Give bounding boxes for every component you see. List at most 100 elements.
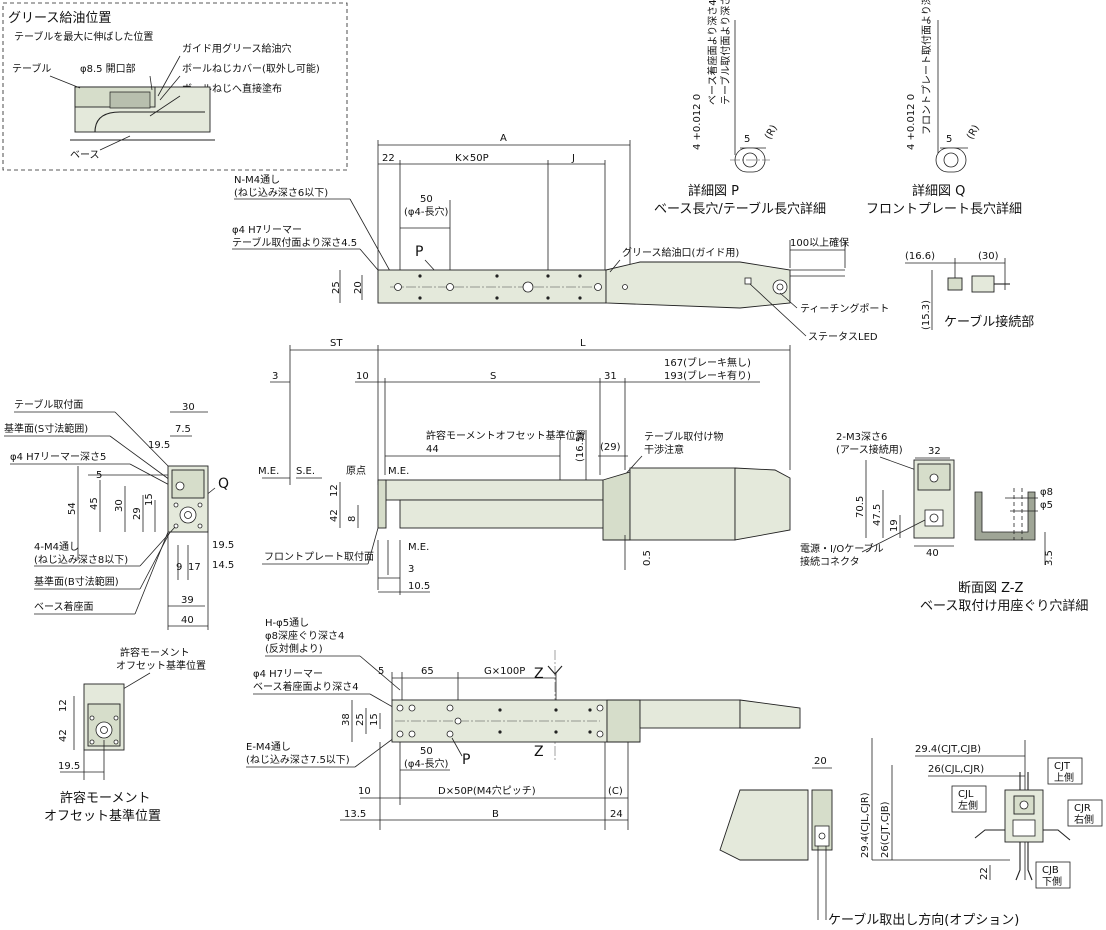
- bottom-view: H-φ5通し φ8深座ぐり深さ4 (反対側より) φ4 H7リーマー ベース着座…: [246, 617, 801, 830]
- section-m3-sub: (アース接続用): [836, 443, 903, 456]
- front-dim-17: 17: [188, 562, 201, 573]
- top-label-P: P: [415, 244, 423, 260]
- moment-label1: 許容モーメント: [120, 646, 190, 659]
- bottom-label-P: P: [462, 752, 470, 768]
- section-phi5: φ5: [1040, 500, 1053, 511]
- grease-title: グリース給油位置: [8, 11, 111, 26]
- bottom-dim-38: 38: [341, 713, 352, 726]
- cable-dir-title: ケーブル取出し方向(オプション): [828, 912, 1019, 928]
- detail-p-dim-5: 5: [744, 134, 750, 145]
- section-dim-705: 70.5: [855, 496, 866, 518]
- front-view: テーブル取付面 基準面(S寸法範囲) φ4 H7リーマー深さ5 30 7.5 1…: [4, 398, 234, 630]
- bottom-reamer: φ4 H7リーマー: [253, 669, 323, 680]
- section-title: 断面図 Z-Z: [958, 581, 1024, 596]
- top-n-m4: N-M4通し: [234, 174, 280, 186]
- cable-title: ケーブル接続部: [944, 314, 1034, 330]
- side-dim-29: (29): [600, 442, 621, 453]
- bottom-dim-65: 65: [421, 666, 434, 677]
- front-dim-30: 30: [182, 402, 195, 413]
- cable-dim-166: (16.6): [905, 251, 935, 262]
- cable-dir-dim-294-l: 29.4(CJL,CJR): [860, 792, 871, 858]
- top-dim-J: J: [571, 153, 575, 164]
- grease-position-box: グリース給油位置 テーブルを最大に伸ばした位置 テーブル φ8.5 開口部 ガイ…: [2, 2, 348, 171]
- side-base: [399, 499, 631, 529]
- bottom-dim-50-sub: (φ4-長穴): [404, 757, 448, 770]
- section-zz: 2-M3深さ6 (アース接続用) 32 70.5 47.5 19 40 電源・I…: [800, 431, 1088, 614]
- section-subtitle: ベース取付け用座ぐり穴詳細: [920, 598, 1088, 614]
- moment-label2: オフセット基準位置: [116, 659, 206, 672]
- detail-q-vert1: フロントプレート取付面より深さ5: [920, 0, 933, 135]
- top-dim-20: 20: [353, 281, 364, 294]
- top-dim-50: 50: [420, 194, 433, 205]
- cable-dir-dim-26-t: 26(CJT,CJB): [880, 801, 891, 858]
- top-reamer-sub: テーブル取付面より深さ4.5: [232, 236, 357, 249]
- section-connector2: 接続コネクタ: [800, 555, 860, 568]
- top-reamer: φ4 H7リーマー: [232, 225, 302, 236]
- bottom-dim-135: 13.5: [344, 809, 366, 820]
- top-table: [377, 269, 607, 304]
- side-interfere1: テーブル取付け物: [644, 430, 723, 443]
- side-brake-yes: 193(ブレーキ有り): [664, 369, 751, 382]
- side-motor: [629, 467, 736, 541]
- bottom-label-Z2: Z: [534, 744, 544, 760]
- bottom-h5: H-φ5通し: [265, 617, 309, 629]
- side-dim-8: 8: [347, 516, 358, 522]
- section-m3: 2-M3深さ6: [836, 431, 887, 443]
- top-grease-port: グリース給油口(ガイド用): [622, 246, 739, 259]
- side-se: S.E.: [296, 466, 315, 477]
- front-reamer5: φ4 H7リーマー深さ5: [10, 451, 106, 463]
- bottom-dim-25: 25: [355, 713, 366, 726]
- cable-dim-30: (30): [978, 251, 999, 262]
- side-table: [384, 479, 604, 501]
- detail-q-r: (R): [965, 123, 982, 141]
- bottom-motor-cover: [739, 699, 801, 729]
- grease-opening-label: φ8.5 開口部: [80, 62, 136, 75]
- detail-q-subtitle: フロントプレート長穴詳細: [866, 201, 1022, 217]
- side-moment-ref: 許容モーメントオフセット基準位置: [426, 429, 586, 442]
- side-dim-105: 10.5: [408, 581, 430, 592]
- cable-connection: (16.6) (30) (15.3) ケーブル接続部: [905, 251, 1034, 330]
- cable-dir-dim-20: 20: [814, 756, 827, 767]
- grease-subtitle: テーブルを最大に伸ばした位置: [14, 30, 153, 43]
- bottom-dim-d50p: D×50P(M4穴ピッチ): [438, 784, 536, 797]
- bottom-em4: E-M4通し: [246, 741, 291, 753]
- bottom-dim-5: 5: [378, 666, 384, 677]
- front-m4: 4-M4通し: [34, 541, 79, 553]
- cable-dim-153: (15.3): [921, 300, 932, 330]
- top-cable-clear: 100以上確保: [790, 236, 849, 249]
- front-dim-30b: 30: [114, 499, 125, 512]
- side-me3: M.E.: [408, 542, 429, 553]
- side-brake-no: 167(ブレーキ無し): [664, 356, 751, 369]
- side-me: M.E.: [258, 466, 279, 477]
- side-dim-10: 10: [356, 371, 369, 382]
- bottom-dim-24: 24: [610, 809, 623, 820]
- bottom-h5-sub: φ8深座ぐり深さ4: [265, 629, 344, 642]
- front-dim-15: 15: [144, 493, 155, 506]
- bottom-h5-sub2: (反対側より): [265, 642, 323, 655]
- cable-dir-cjb-s: 下側: [1042, 875, 1062, 888]
- side-dim-12: 12: [329, 484, 340, 497]
- front-dim-40: 40: [181, 615, 194, 626]
- front-dim-45: 45: [89, 497, 100, 510]
- cable-dir-cjl: CJL: [958, 789, 974, 800]
- bottom-dim-B: B: [492, 809, 499, 820]
- side-interfere2: 干渉注意: [644, 443, 684, 456]
- top-dim-k50p: K×50P: [455, 153, 489, 164]
- front-base-seat: ベース着座面: [34, 600, 94, 613]
- bottom-dim-10: 10: [358, 786, 371, 797]
- side-dim-165: (16.5): [575, 432, 586, 462]
- top-n-m4-sub: (ねじ込み深さ6以下): [234, 187, 328, 199]
- moment-offset-view: 許容モーメント オフセット基準位置 12 42 19.5 許容モーメント オフセ…: [44, 646, 206, 824]
- front-dim-39: 39: [181, 595, 194, 606]
- side-dim-42: 42: [329, 509, 340, 522]
- front-m4-sub: (ねじ込み深さ8以下): [34, 554, 128, 566]
- bottom-em4-sub: (ねじ込み深さ7.5以下): [246, 754, 350, 766]
- front-dim-145: 14.5: [212, 560, 234, 571]
- grease-table-label: テーブル: [12, 62, 51, 75]
- bottom-dim-C: (C): [608, 786, 623, 797]
- section-phi8: φ8: [1040, 487, 1053, 498]
- bottom-label-Z: Z: [534, 666, 544, 682]
- section-dim-35: 3.5: [1044, 550, 1055, 566]
- detail-q-dim-5: 5: [946, 134, 952, 145]
